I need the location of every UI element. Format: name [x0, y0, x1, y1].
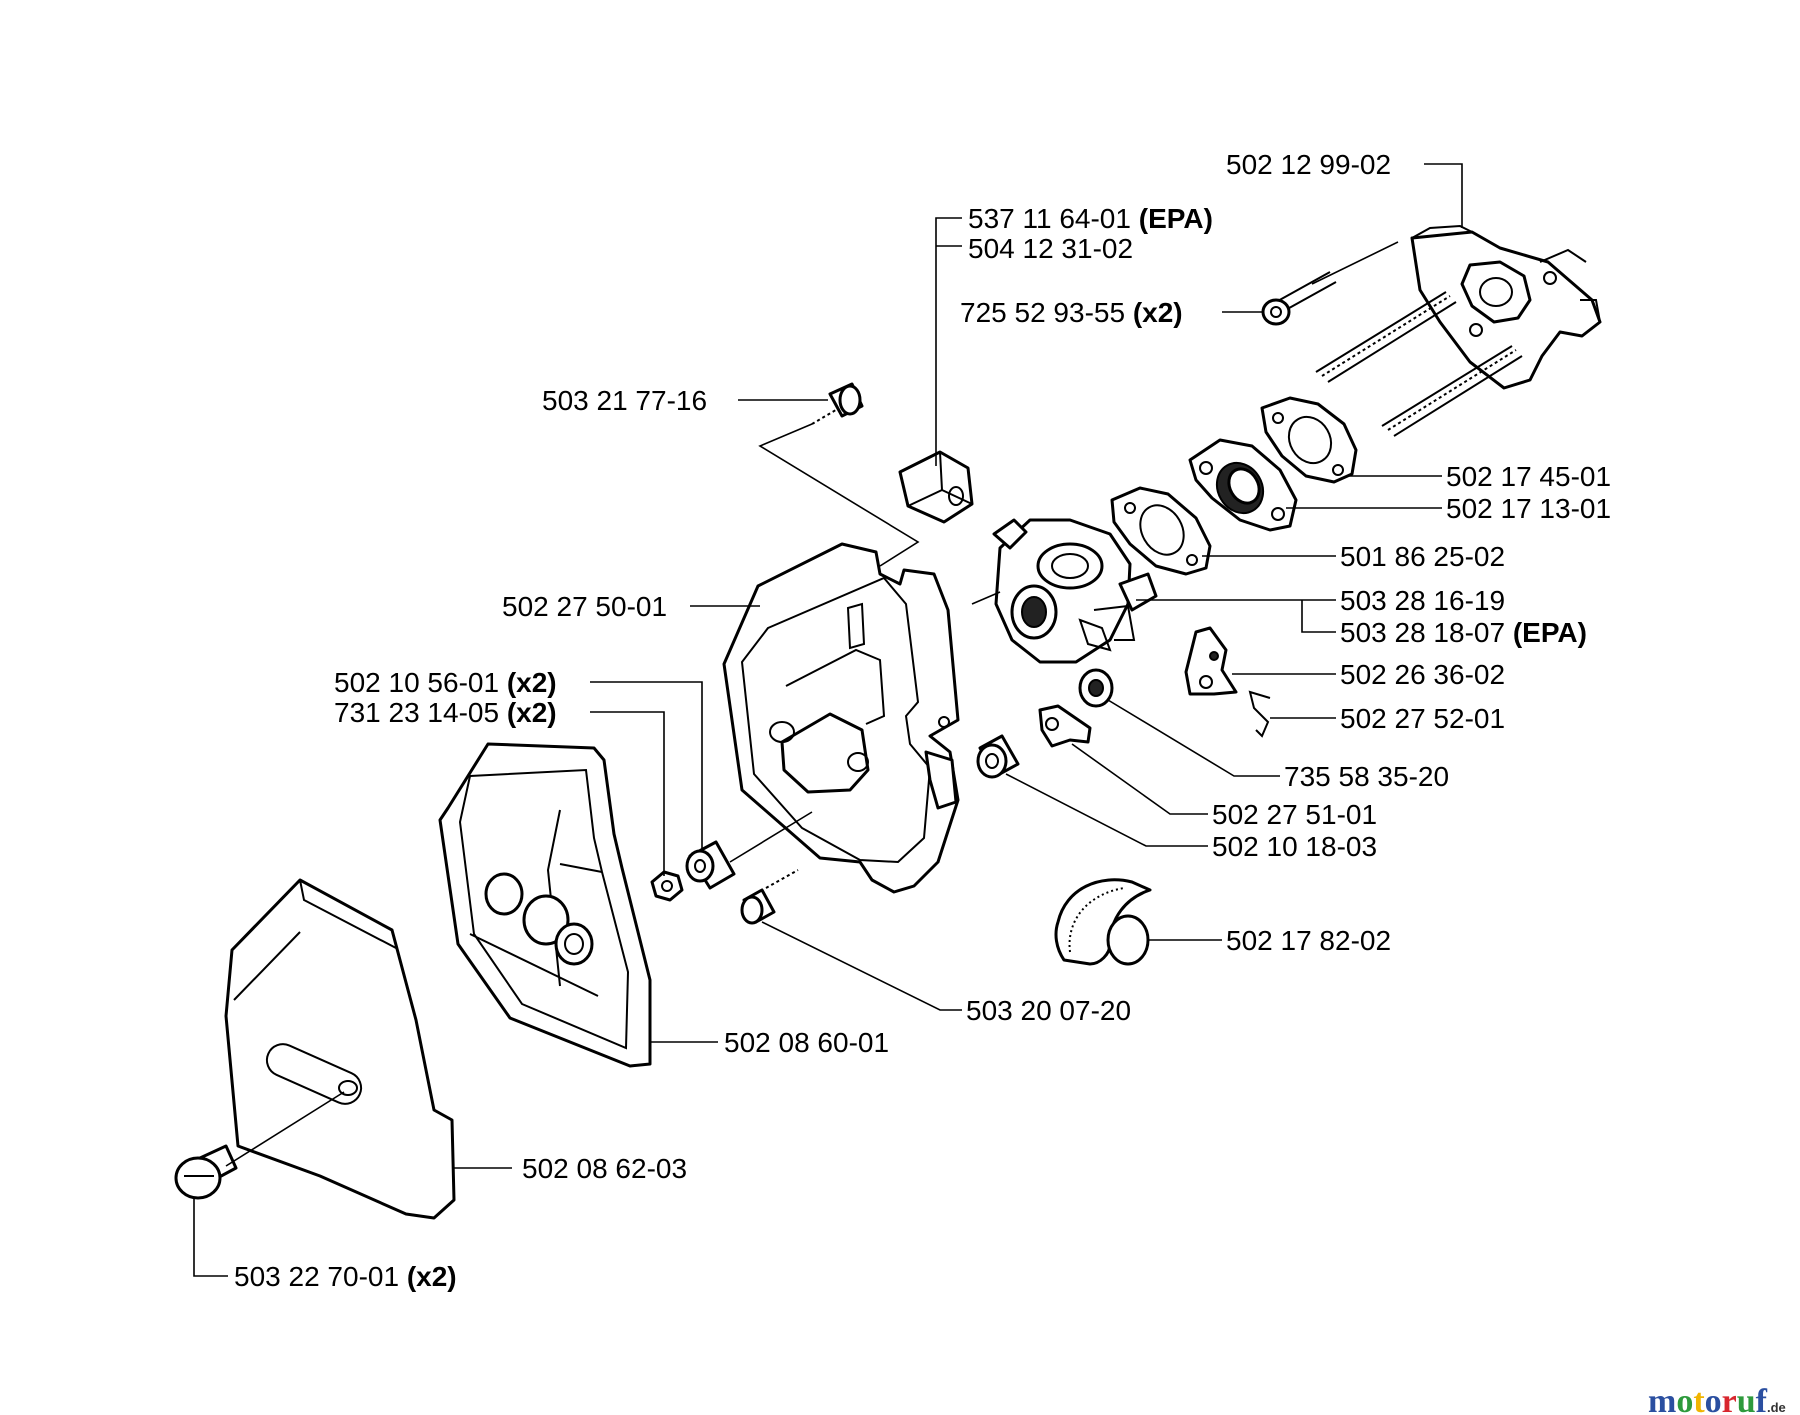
- carburetor-housing-part: [722, 542, 960, 894]
- label-503-20-07-20: 503 20 07-20: [966, 995, 1131, 1026]
- watermark-letter: u: [1737, 1383, 1756, 1415]
- bolt-upper-part: [811, 382, 864, 425]
- spacer-part: [685, 840, 736, 890]
- label-502-27-51-01: 502 27 51-01: [1212, 799, 1377, 830]
- label-502-17-13-01: 502 17 13-01: [1446, 493, 1611, 524]
- label-502-08-60-01: 502 08 60-01: [724, 1027, 889, 1058]
- watermark-letter: o: [1676, 1383, 1693, 1415]
- insulator-block-part: [1188, 438, 1298, 532]
- gasket-upper-part: [1260, 396, 1358, 484]
- label-502-26-36-02: 502 26 36-02: [1340, 659, 1505, 690]
- label-502-27-52-01: 502 27 52-01: [1340, 703, 1505, 734]
- hex-nut-part: [650, 870, 684, 902]
- gasket-lower-part: [1110, 486, 1212, 576]
- label-503-28-18-07: 503 28 18-07 (EPA): [1340, 617, 1587, 648]
- label-502-17-45-01: 502 17 45-01: [1446, 461, 1611, 492]
- label-501-86-25-02: 501 86 25-02: [1340, 541, 1505, 572]
- watermark-text: motoruf.de: [1648, 1383, 1786, 1415]
- label-502-17-82-02: 502 17 82-02: [1226, 925, 1391, 956]
- label-502-27-50-01: 502 27 50-01: [502, 591, 667, 622]
- cover-screw-part: [174, 1144, 238, 1200]
- watermark-letter: f: [1756, 1383, 1768, 1415]
- watermark-letter: o: [1705, 1383, 1722, 1415]
- part-number-labels: 502 12 99-02 537 11 64-01 (EPA) 504 12 3…: [234, 149, 1611, 1292]
- carburetor-part: [992, 518, 1158, 664]
- sleeve-part: [976, 734, 1020, 779]
- long-stud-part: [1315, 291, 1523, 437]
- motoruf-watermark-logo: motoruf.de: [1648, 1383, 1786, 1415]
- bolt-lower-part: [740, 869, 799, 925]
- mount-block-part: [898, 450, 974, 524]
- label-502-08-62-03: 502 08 62-03: [522, 1153, 687, 1184]
- label-502-10-56-01: 502 10 56-01 (x2): [334, 667, 557, 698]
- leader-lines: [193, 163, 1463, 1277]
- choke-knob-part: [1054, 878, 1152, 966]
- label-502-10-18-03: 502 10 18-03: [1212, 831, 1377, 862]
- filter-cover-part: [224, 878, 456, 1220]
- label-504-12-31-02: 504 12 31-02: [968, 233, 1133, 264]
- air-filter-part: [438, 742, 652, 1068]
- label-503-28-16-19: 503 28 16-19: [1340, 585, 1505, 616]
- watermark-letter: m: [1648, 1383, 1676, 1415]
- intake-manifold-part: [1410, 224, 1602, 390]
- label-537-11-64-01: 537 11 64-01 (EPA): [968, 203, 1213, 234]
- label-503-22-70-01: 503 22 70-01 (x2): [234, 1261, 457, 1292]
- label-735-58-35-20: 735 58 35-20: [1284, 761, 1449, 792]
- socket-screw-part: [1261, 271, 1337, 326]
- watermark-letter: r: [1722, 1383, 1737, 1415]
- label-725-52-93-55: 725 52 93-55 (x2): [960, 297, 1183, 328]
- spring-clip-part: [1248, 690, 1271, 738]
- label-502-12-99-02: 502 12 99-02: [1226, 149, 1391, 180]
- choke-plate-part: [1184, 626, 1238, 696]
- grommet-part: [1078, 668, 1114, 708]
- throttle-lever-part: [1038, 704, 1092, 748]
- watermark-tld: .de: [1767, 1400, 1786, 1415]
- label-731-23-14-05: 731 23 14-05 (x2): [334, 697, 557, 728]
- label-503-21-77-16: 503 21 77-16: [542, 385, 707, 416]
- watermark-letter: t: [1693, 1383, 1705, 1415]
